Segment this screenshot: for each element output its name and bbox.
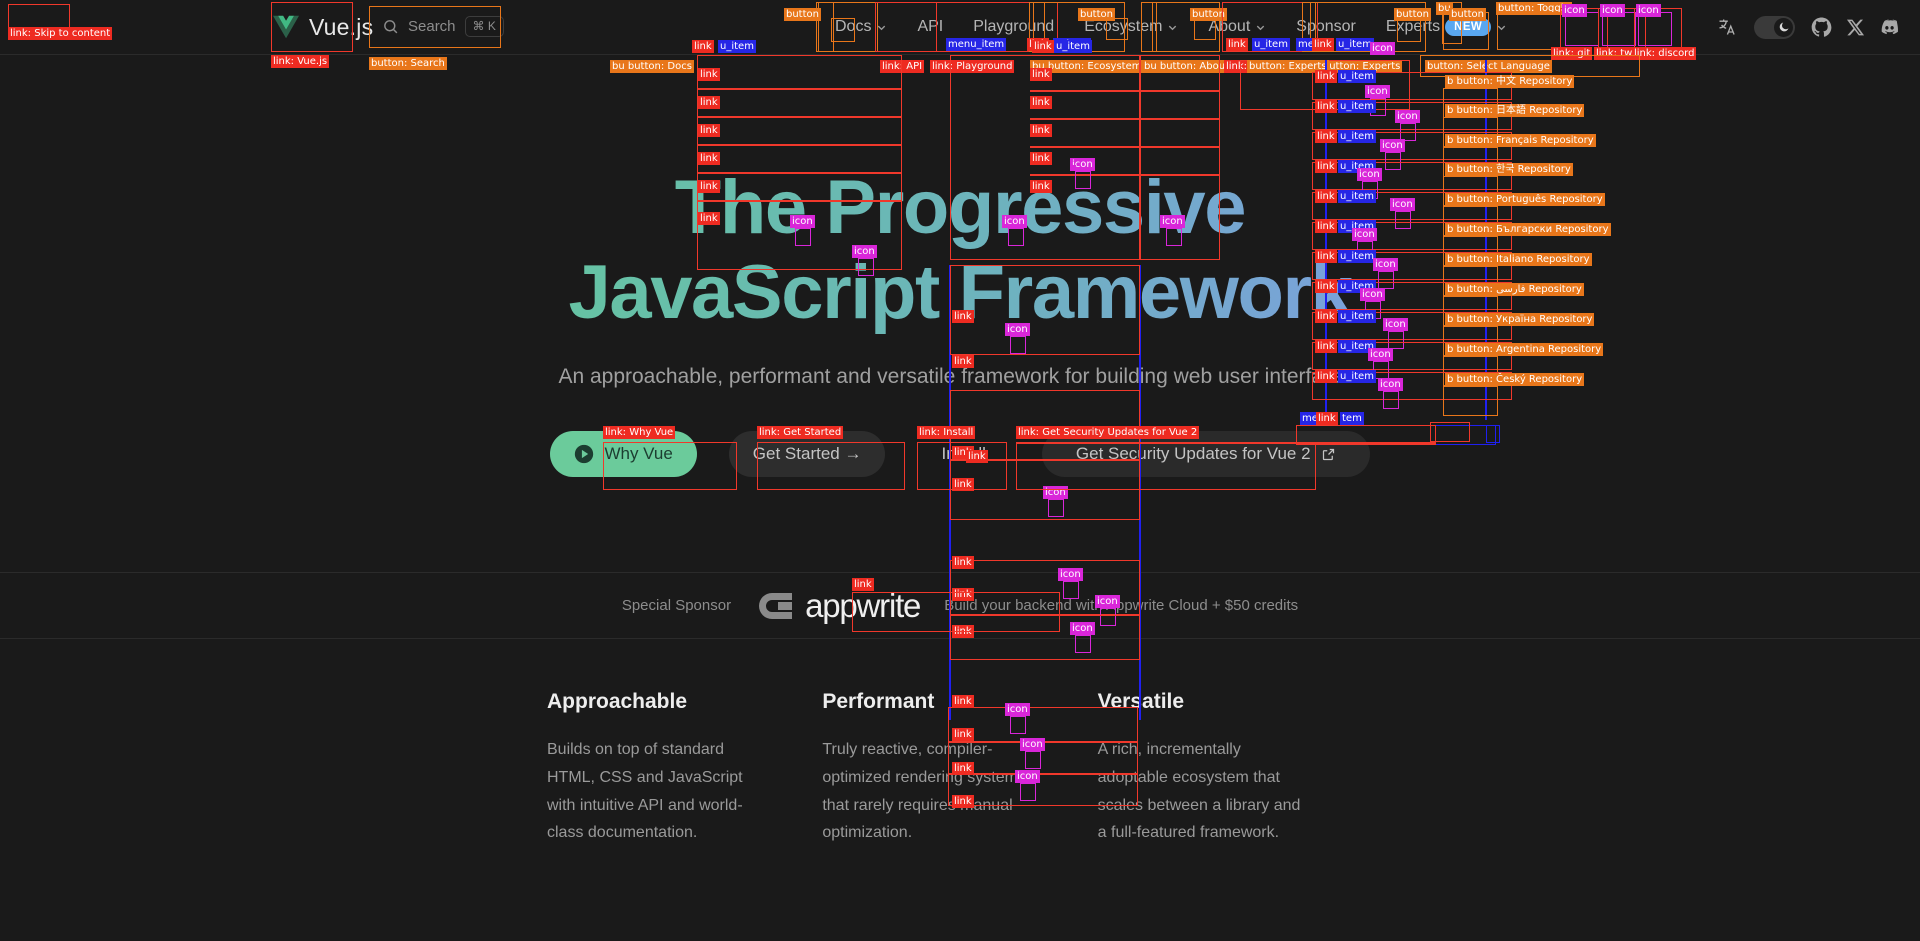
- nav-label: API: [917, 18, 944, 35]
- sponsor-logo-text: appwrite: [805, 586, 921, 624]
- sponsor-tagline: Build your backend with Appwrite Cloud +…: [944, 597, 1299, 614]
- get-started-label: Get Started →: [752, 444, 862, 464]
- search-icon: [382, 18, 399, 35]
- feature-body: Builds on top of standard HTML, CSS and …: [547, 741, 743, 842]
- annot-label: link: [952, 478, 974, 491]
- feature-body: A rich, incrementally adoptable ecosyste…: [1097, 741, 1301, 842]
- twitter-link[interactable]: [1838, 0, 1872, 54]
- chevron-down-icon: [1167, 22, 1178, 33]
- feature-title: Performant: [822, 690, 935, 713]
- nav-item-experts[interactable]: Experts NEW: [1371, 0, 1522, 54]
- hero-title-line1: The Progressive: [674, 165, 1246, 250]
- feature-approachable: Approachable Builds on top of standard H…: [547, 690, 822, 847]
- chevron-down-icon: [1496, 22, 1507, 33]
- discord-link[interactable]: [1872, 0, 1906, 54]
- nav-item-about[interactable]: About: [1193, 0, 1281, 54]
- why-vue-label: Why Vue: [604, 444, 673, 464]
- appearance-toggle[interactable]: [1754, 15, 1795, 39]
- brand-link[interactable]: Vue.js: [273, 0, 373, 54]
- feature-title: Approachable: [547, 690, 688, 713]
- navbar-right-tools: [1709, 0, 1906, 54]
- features-section: Approachable Builds on top of standard H…: [547, 690, 1373, 847]
- vue-logo-icon: [273, 14, 299, 40]
- github-link[interactable]: [1804, 0, 1838, 54]
- search-shortcut: ⌘ K: [464, 16, 504, 37]
- feature-performant: Performant Truly reactive, compiler-opti…: [822, 690, 1097, 847]
- nav-menu: Docs API Playground Ecosystem About: [820, 0, 1522, 54]
- annot-label: link: [952, 556, 974, 569]
- chevron-down-icon: [1255, 22, 1266, 33]
- nav-item-playground[interactable]: Playground: [958, 0, 1069, 54]
- hero-section: The Progressive JavaScript Framework An …: [0, 55, 1920, 478]
- security-updates-label: Get Security Updates for Vue 2: [1075, 444, 1311, 464]
- moon-icon: [1774, 17, 1793, 37]
- nav-label: Sponsor: [1296, 18, 1356, 35]
- nav-label: Experts: [1385, 18, 1441, 35]
- chevron-down-icon: [876, 22, 887, 33]
- nav-label: Ecosystem: [1084, 18, 1163, 35]
- nav-item-api[interactable]: API: [902, 0, 958, 54]
- feature-title: Versatile: [1097, 690, 1185, 713]
- nav-label: About: [1208, 18, 1251, 35]
- new-badge: NEW: [1445, 18, 1492, 36]
- hero-title-line2: JavaScript Framework: [568, 250, 1352, 336]
- skip-to-content-link[interactable]: [10, 4, 70, 32]
- security-updates-button[interactable]: Get Security Updates for Vue 2: [1041, 431, 1370, 478]
- nav-item-ecosystem[interactable]: Ecosystem: [1069, 0, 1193, 54]
- nav-label: Playground: [973, 18, 1055, 35]
- get-started-button[interactable]: Get Started →: [728, 431, 886, 478]
- nav-item-docs[interactable]: Docs: [820, 0, 902, 54]
- translate-icon-button[interactable]: [1709, 0, 1745, 54]
- nav-item-sponsor[interactable]: Sponsor: [1281, 0, 1371, 54]
- install-button[interactable]: Install: [917, 431, 1009, 477]
- feature-versatile: Versatile A rich, incrementally adoptabl…: [1098, 690, 1373, 847]
- hero-actions: Why Vue Get Started → Install Get Securi…: [0, 431, 1920, 478]
- hero-tagline: An approachable, performant and versatil…: [558, 365, 1362, 389]
- navbar: Vue.js Search ⌘ K Docs API Playgrou: [0, 0, 1920, 55]
- annot-box: [1048, 499, 1064, 517]
- sponsor-logo-link[interactable]: appwrite: [755, 586, 921, 625]
- external-link-icon: [1321, 447, 1336, 462]
- appwrite-logo-icon: [759, 592, 793, 619]
- play-icon: [574, 444, 594, 464]
- special-sponsor-bar: Special Sponsor appwrite Build your back…: [0, 572, 1920, 639]
- sponsor-label: Special Sponsor: [621, 597, 732, 614]
- why-vue-button[interactable]: Why Vue: [550, 431, 697, 478]
- feature-body: Truly reactive, compiler-optimized rende…: [822, 741, 1018, 842]
- install-label: Install: [941, 444, 986, 464]
- nav-label: Docs: [835, 18, 872, 35]
- search-placeholder: Search: [408, 18, 456, 35]
- annot-label: icon: [1043, 486, 1068, 499]
- page-title: The Progressive JavaScript Framework: [0, 165, 1920, 335]
- brand-name: Vue.js: [309, 13, 374, 40]
- search-button[interactable]: Search ⌘ K: [373, 10, 513, 43]
